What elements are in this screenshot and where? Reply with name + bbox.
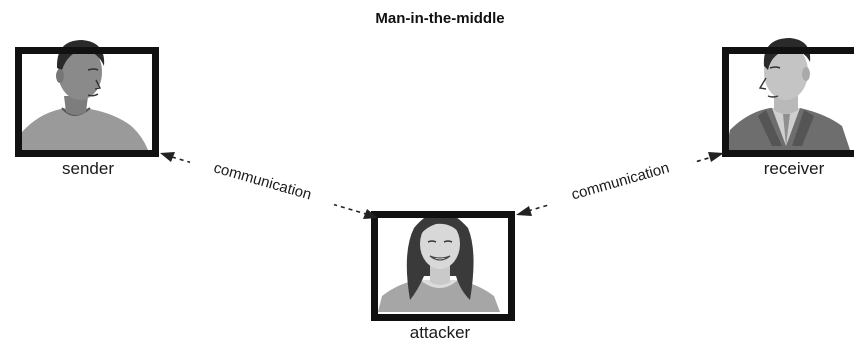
- arrowhead-to-attacker: [363, 209, 378, 219]
- diagram-title: Man-in-the-middle: [375, 10, 504, 27]
- edge-sender-attacker: communication: [160, 147, 378, 219]
- sender-frame: [15, 47, 159, 157]
- receiver-label: receiver: [764, 159, 825, 178]
- arrowhead-to-attacker-right: [516, 206, 532, 216]
- receiver-node: receiver: [722, 38, 854, 178]
- sender-label: sender: [62, 159, 114, 178]
- sender-portrait: [22, 40, 148, 150]
- edge-attacker-receiver: communication: [516, 147, 724, 216]
- attacker-portrait: [378, 212, 500, 312]
- arrowhead-to-receiver: [708, 152, 724, 162]
- receiver-portrait: [726, 38, 850, 150]
- arrowhead-to-sender: [160, 152, 175, 162]
- attacker-node: attacker: [371, 211, 515, 342]
- sender-node: sender: [15, 40, 159, 178]
- attacker-frame: [371, 211, 515, 321]
- attacker-label: attacker: [410, 323, 471, 342]
- receiver-frame: [722, 47, 854, 157]
